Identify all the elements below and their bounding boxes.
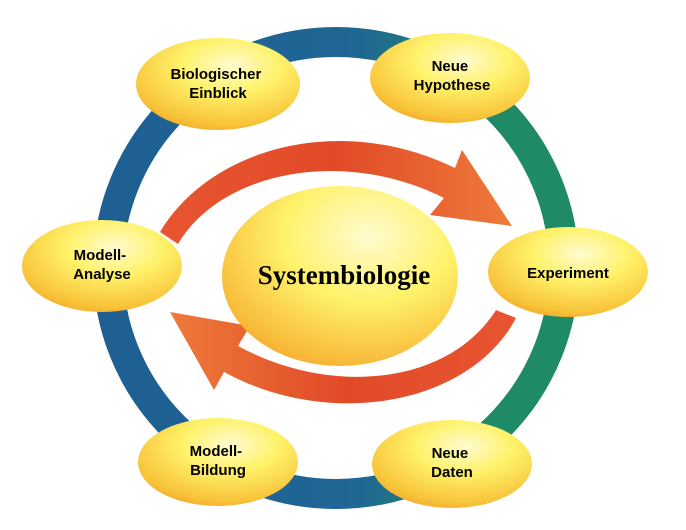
node-label-line: Analyse (73, 266, 131, 283)
node-label-line: Experiment (527, 265, 609, 282)
node-label-line: Biologischer (170, 66, 261, 83)
svg-text:Modell- Bildung: Modell- Bildung (190, 443, 247, 479)
svg-text:Experiment: Experiment (527, 265, 609, 282)
node-neue-daten: Neue Daten (372, 420, 532, 508)
node-label-line: Bildung (190, 462, 246, 479)
node-modell-bildung: Modell- Bildung (138, 418, 298, 506)
node-label-line: Neue (432, 445, 469, 462)
node-label-line: Einblick (189, 85, 247, 102)
node-biologischer-einblick: Biologischer Einblick (136, 38, 300, 130)
node-label-line: Hypothese (414, 77, 491, 94)
svg-text:Modell- Analyse: Modell- Analyse (73, 247, 131, 283)
center-label: Systembiologie (258, 260, 431, 290)
node-experiment: Experiment (488, 227, 648, 317)
center-node: Systembiologie (222, 186, 458, 366)
svg-text:Biologischer Einblick: Biologischer Einblick (170, 66, 265, 102)
node-label-line: Modell- (190, 443, 243, 460)
node-modell-analyse: Modell- Analyse (22, 220, 182, 312)
svg-text:Neue Daten: Neue Daten (431, 445, 473, 481)
upper-cycle-arrow (160, 141, 512, 244)
lower-cycle-arrow (170, 310, 516, 404)
svg-text:Neue Hypothese: Neue Hypothese (414, 58, 491, 94)
node-label-line: Daten (431, 464, 473, 481)
node-label-line: Modell- (74, 247, 127, 264)
node-neue-hypothese: Neue Hypothese (370, 33, 530, 123)
node-label-line: Neue (432, 58, 469, 75)
